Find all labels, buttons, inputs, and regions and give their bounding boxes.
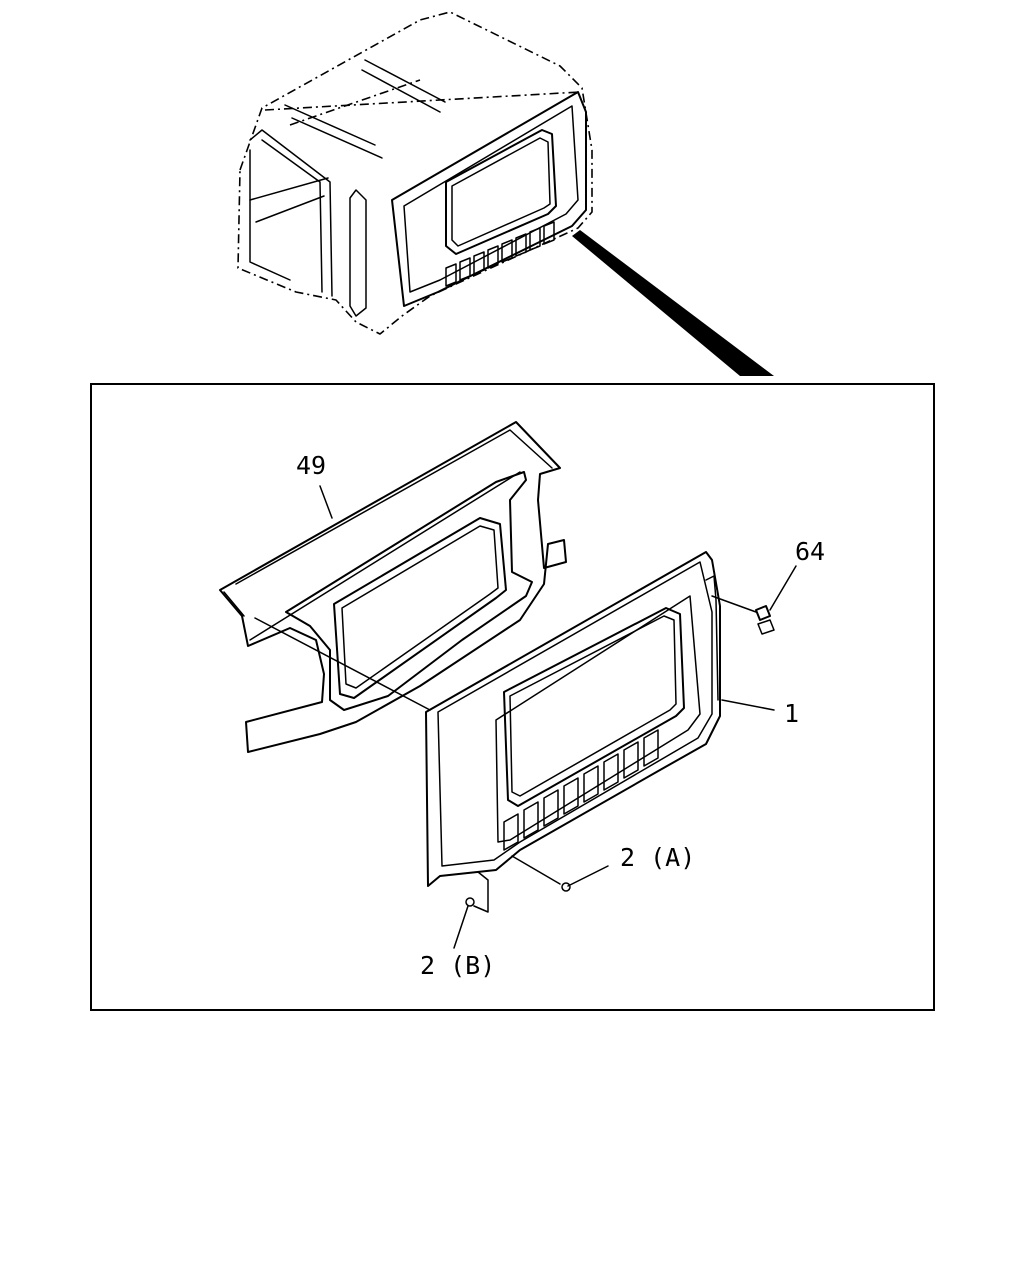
callout-2a: 2 (A) (620, 843, 695, 872)
part-64-clip (755, 605, 775, 635)
leader-lines (254, 485, 797, 949)
callout-49: 49 (296, 451, 326, 480)
part-2a-plug (561, 882, 571, 892)
callout-2b: 2 (B) (420, 951, 495, 980)
callout-64: 64 (795, 537, 825, 566)
overview-cab-body (237, 11, 774, 376)
callout-1: 1 (784, 699, 799, 728)
part-49-panel (219, 421, 567, 753)
part-2b-plug (465, 897, 475, 907)
detail-frame (90, 383, 935, 1011)
part-1-panel (425, 551, 721, 913)
